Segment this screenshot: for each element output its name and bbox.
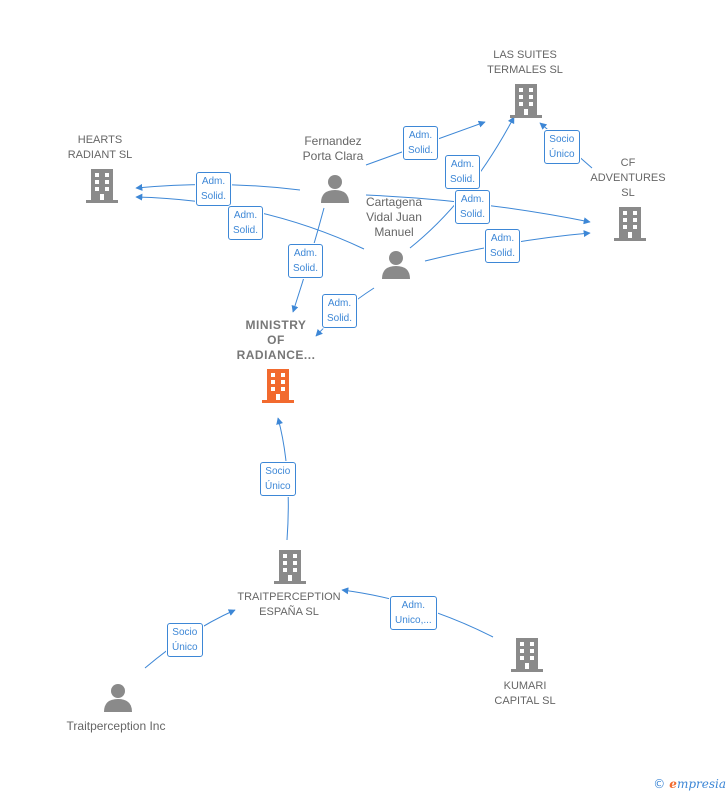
edge-label-cartagena-ministry[interactable]: Adm. Solid. xyxy=(322,294,358,328)
edge-label-cartagena-hearts[interactable]: Adm. Solid. xyxy=(228,206,264,240)
person-icon[interactable] xyxy=(104,684,132,712)
node-label-traitperception-espana[interactable]: TRAITPERCEPTION ESPAÑA SL xyxy=(237,591,341,618)
node-label-cartagena[interactable]: Cartagena Vidal Juan Manuel xyxy=(365,195,423,239)
node-label-ministry[interactable]: MINISTRY OF RADIANCE... xyxy=(236,318,316,362)
logo-text: mpresia xyxy=(676,777,726,791)
edge-label-fernandez-hearts[interactable]: Adm. Solid. xyxy=(196,172,232,206)
building-icon-center[interactable] xyxy=(262,369,294,403)
copyright-symbol: © xyxy=(653,777,666,791)
node-label-las-suites[interactable]: LAS SUITES TERMALES SL xyxy=(487,49,563,76)
building-icon[interactable] xyxy=(511,638,543,672)
node-label-fernandez[interactable]: Fernandez Porta Clara xyxy=(302,134,364,163)
building-icon[interactable] xyxy=(510,84,542,118)
edge-label-kumari-traitperception-es[interactable]: Adm. Unico,... xyxy=(390,596,437,630)
edge-label-fernandez-cf[interactable]: Adm. Solid. xyxy=(455,190,491,224)
edge-label-cartagena-cf[interactable]: Adm. Solid. xyxy=(485,229,521,263)
logo-e: e xyxy=(669,777,677,791)
building-icon[interactable] xyxy=(86,169,118,203)
person-icon[interactable] xyxy=(321,175,349,203)
empresia-logo[interactable]: ©empresia xyxy=(653,777,726,791)
node-label-hearts-radiant[interactable]: HEARTS RADIANT SL xyxy=(67,134,133,161)
node-label-kumari[interactable]: KUMARI CAPITAL SL xyxy=(494,680,556,707)
edge-label-cartagena-las-suites[interactable]: Adm. Solid. xyxy=(445,155,481,189)
edge-label-traitperception-es-ministry[interactable]: Socio Único xyxy=(260,462,296,496)
node-label-traitperception-inc[interactable]: Traitperception Inc xyxy=(66,719,166,733)
person-icon[interactable] xyxy=(382,251,410,279)
edge-label-fernandez-ministry[interactable]: Adm. Solid. xyxy=(288,244,324,278)
edge-label-cf-las-suites[interactable]: Socio Único xyxy=(544,130,580,164)
edge-label-fernandez-las-suites[interactable]: Adm. Solid. xyxy=(403,126,439,160)
building-icon[interactable] xyxy=(274,550,306,584)
node-label-cf-adventures[interactable]: CF ADVENTURES SL xyxy=(590,157,666,199)
building-icon[interactable] xyxy=(614,207,646,241)
edge-label-inc-traitperception-es[interactable]: Socio Único xyxy=(167,623,203,657)
